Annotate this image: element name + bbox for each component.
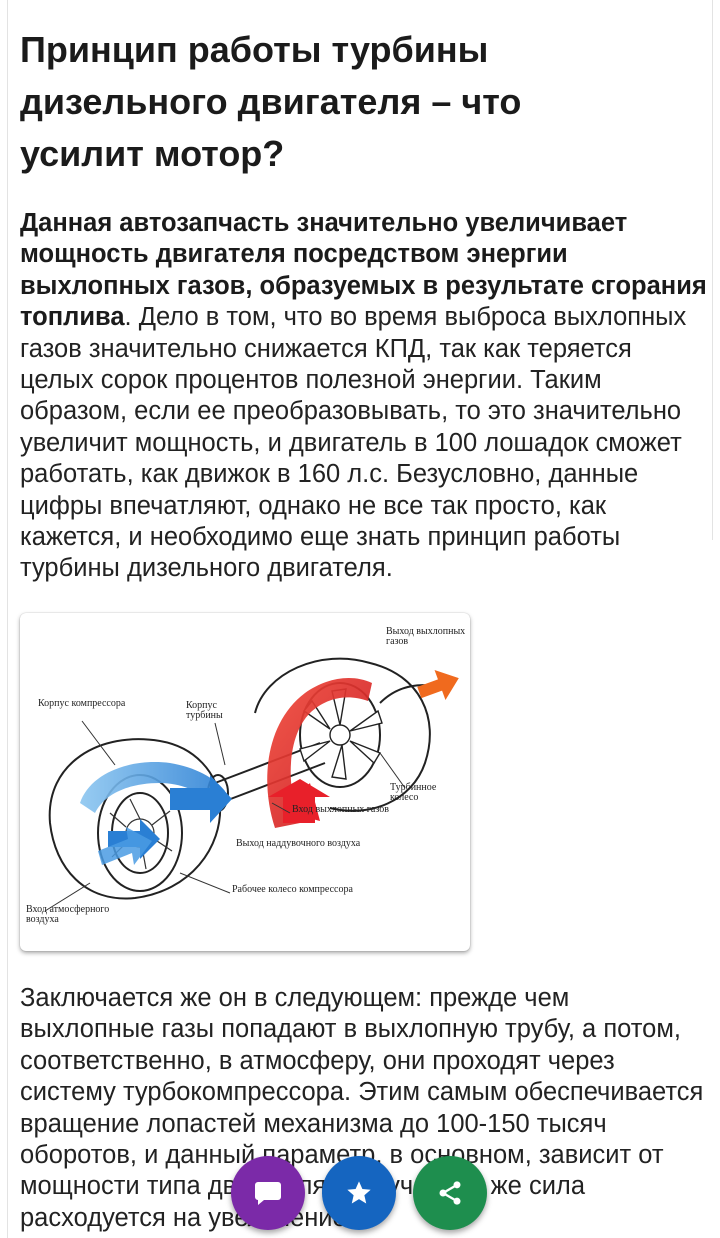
page-border-right — [712, 0, 713, 540]
label-turbine-wheel: Турбинное колесо — [390, 781, 437, 803]
lead-bold-text: Данная автозапчасть значительно увеличив… — [20, 209, 707, 332]
lead-paragraph: Данная автозапчасть значительно увеличив… — [20, 208, 710, 585]
label-compressor-wheel: Рабочее колесо компрессора — [232, 883, 353, 895]
label-compressor-housing: Корпус компрессора — [38, 697, 126, 709]
body-paragraph: Заключается же он в следующем: прежде че… — [20, 983, 704, 1232]
label-boost-out: Выход наддувочного воздуха — [236, 837, 361, 849]
label-turbine-housing: Корпус турбины — [186, 699, 223, 721]
lead-text: . Дело в том, что во время выброса выхло… — [20, 303, 687, 583]
label-exhaust-out: Выход выхлопных газов — [386, 625, 466, 647]
chat-button[interactable] — [231, 1156, 305, 1230]
article-title: Принцип работы турбины дизельного двигат… — [20, 29, 522, 174]
star-icon — [347, 1181, 371, 1204]
turbocharger-diagram: Выход выхлопных газов Корпус компрессора… — [20, 612, 470, 951]
turbocharger-drawing — [44, 657, 459, 912]
chat-icon — [255, 1182, 281, 1205]
article: Принцип работы турбины дизельного двигат… — [20, 24, 710, 1234]
share-button[interactable] — [413, 1156, 487, 1230]
label-atm-in: Вход атмосферного воздуха — [26, 903, 110, 925]
favorite-button[interactable] — [322, 1156, 396, 1230]
share-icon — [439, 1181, 461, 1205]
label-exhaust-in: Вход выхлопных газов — [292, 803, 389, 815]
page-border-left — [7, 0, 8, 1238]
